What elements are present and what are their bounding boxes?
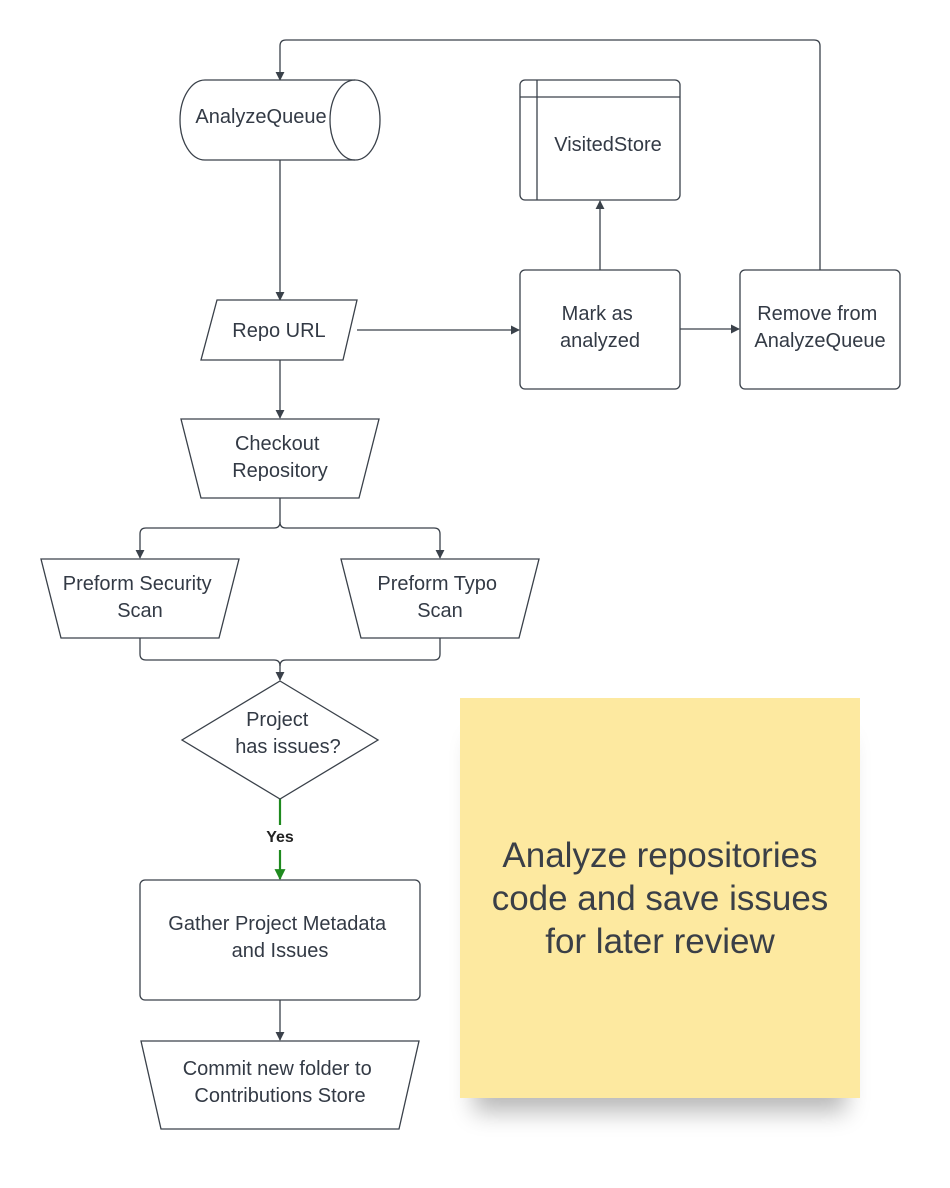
security-scan-label: Preform Security Scan [63,573,218,622]
edge-security-scan-to-decision [139,638,285,681]
gather-metadata-label: Gather Project Metadata and Issues [168,913,391,962]
queue-cylinder-front [329,79,356,161]
security-scan-node[interactable]: Preform Security Scan [40,558,240,639]
sticky-note[interactable]: Analyze repositories code and save issue… [460,698,860,1098]
checkout-repository-node[interactable]: Checkout Repository [180,418,380,499]
repo-url-node[interactable]: Repo URL [200,299,358,361]
commit-folder-shape [140,1040,420,1130]
gather-metadata-shape [139,879,421,1001]
commit-folder-node[interactable]: Commit new folder to Contributions Store [140,1040,420,1130]
repo-url-label: Repo URL [232,320,325,342]
remove-from-queue-shape [739,269,901,390]
edge-label-yes: Yes [266,829,294,846]
typo-scan-node[interactable]: Preform Typo Scan [340,558,540,639]
has-issues-decision-node[interactable]: Project has issues? [180,680,380,800]
has-issues-label: Project has issues? [235,709,341,758]
checkout-repository-label: Checkout Repository [232,433,328,482]
edge-typo-scan-to-decision [279,638,441,667]
repo-url-shape [200,299,358,361]
edge-checkout-to-typo-scan [279,521,445,559]
visited-store-node[interactable]: VisitedStore [519,79,681,201]
sticky-note-text: Analyze repositories code and save issue… [491,835,829,961]
mark-analyzed-label: Mark as analyzed [560,303,640,352]
commit-folder-label: Commit new folder to Contributions Store [183,1058,378,1107]
has-issues-diamond-shape [180,680,380,800]
security-scan-shape [40,558,240,639]
mark-analyzed-node[interactable]: Mark as analyzed [519,269,681,390]
mark-analyzed-shape [519,269,681,390]
typo-scan-label: Preform Typo Scan [377,573,502,622]
typo-scan-shape [340,558,540,639]
remove-from-queue-label: Remove from AnalyzeQueue [754,303,885,352]
visited-store-shape [519,79,681,201]
edge-remove-loop-to-queue [275,39,821,270]
visited-store-label: VisitedStore [554,134,661,156]
remove-from-queue-node[interactable]: Remove from AnalyzeQueue [739,269,901,390]
gather-metadata-node[interactable]: Gather Project Metadata and Issues [139,879,421,1001]
checkout-repository-shape [180,418,380,499]
analyze-queue-label: AnalyzeQueue [195,106,326,128]
analyze-queue-node[interactable]: AnalyzeQueue [179,79,381,161]
edge-checkout-to-scans [135,498,281,559]
